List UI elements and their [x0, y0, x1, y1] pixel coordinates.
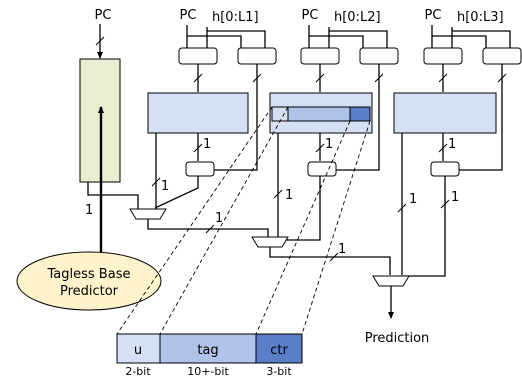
t2-h-branch [329, 30, 388, 48]
prediction-label: Prediction [365, 331, 430, 346]
t1-index-hash [178, 47, 218, 65]
t3-h-branch [452, 30, 511, 48]
t1-pc-label: PC [180, 8, 197, 23]
entry-field-u-width: 2-bit [125, 365, 151, 378]
t3-index-hash [423, 47, 463, 65]
t1-bit-label: 1 [203, 137, 211, 152]
t3-pc-label: PC [425, 8, 442, 23]
t1-hit-wire [154, 176, 199, 209]
mux2-bit-label: 1 [338, 242, 346, 257]
t3-pred-bus-mark [397, 203, 407, 213]
mux1-bus-mark [205, 224, 215, 234]
t2-tag-wire [336, 64, 380, 171]
t3-tag-compare [430, 161, 460, 177]
mux-3 [372, 275, 410, 287]
t3-hit-wire [399, 176, 446, 277]
t2-entry-u [271, 106, 289, 122]
t3-tag-out-bus-mark [438, 143, 448, 153]
t3-hit-bus-mark [440, 199, 450, 209]
t2-pc-branch [309, 35, 364, 48]
tagged-component-3: PC h[0:L3] 1 1 1 [393, 8, 522, 277]
t2-history-label: h[0:L2] [334, 10, 381, 25]
entry-field-ctr-name: ctr [270, 343, 288, 358]
t1-tag-hash [237, 47, 277, 65]
t2-pred-bit-label: 1 [285, 188, 293, 203]
entry-field-tag-width: 10+-bit [187, 365, 229, 378]
t2-hit-wire [276, 176, 321, 241]
base-output-wire [87, 182, 139, 209]
t3-hit-bit-label: 1 [451, 190, 459, 205]
t3-tag-bus-mark [497, 73, 507, 83]
base-pc-label: PC [95, 8, 112, 23]
t1-pc-branch [187, 35, 242, 48]
entry-field-tag [159, 333, 257, 364]
t2-index-hash [300, 47, 340, 65]
t3-pred-bit-label: 1 [409, 192, 417, 207]
t1-table [147, 92, 249, 134]
zoom-line-1 [116, 106, 273, 335]
zoom-line-4 [301, 120, 371, 335]
table-entry-detail: u tag ctr 2-bit 10+-bit 3-bit [116, 333, 303, 378]
base-bit-label: 1 [85, 203, 93, 218]
tagless-base-predictor-ellipse [16, 251, 162, 311]
t2-tag-out-bus-mark [315, 143, 325, 153]
zoom-line-2 [159, 106, 289, 335]
tagged-component-2: PC h[0:L2] 1 1 [269, 8, 399, 241]
t1-tag-compare [185, 161, 215, 177]
t1-tag-wire [214, 64, 258, 171]
t2-pred-bus-mark [273, 189, 283, 199]
t2-index-bus-mark [315, 73, 325, 83]
base-pc-bus-mark [95, 36, 105, 46]
t1-history-label: h[0:L1] [212, 10, 259, 25]
mux2-bus-mark [329, 252, 339, 262]
t3-index-bus-mark [438, 73, 448, 83]
t2-entry-tag [287, 106, 351, 122]
t3-table [393, 92, 497, 134]
t2-bit-label: 1 [325, 137, 333, 152]
entry-field-u [116, 333, 161, 364]
base-predictor-label-line2: Predictor [60, 284, 119, 299]
t3-bit-label: 1 [448, 137, 456, 152]
t1-index-bus-mark [193, 73, 203, 83]
entry-field-ctr [255, 333, 303, 364]
t2-pc-label: PC [302, 8, 319, 23]
t1-tag-bus-mark [252, 73, 262, 83]
entry-field-tag-name: tag [197, 343, 218, 358]
mux-1 [129, 208, 167, 220]
t1-h-branch [207, 30, 266, 48]
tagged-component-1: PC h[0:L1] 1 [147, 8, 277, 209]
t2-tag-compare [307, 161, 337, 177]
t3-history-label: h[0:L3] [457, 10, 504, 25]
t1-pred-bus-mark [151, 177, 161, 187]
t1-pred-bit-label: 1 [161, 179, 169, 194]
entry-field-u-name: u [134, 343, 142, 358]
base-predictor-label-line1: Tagless Base [47, 267, 131, 282]
mux1-output-wire [147, 219, 269, 237]
t3-pc-branch [432, 35, 487, 48]
t3-tag-hash [482, 47, 522, 65]
mux-2 [251, 236, 289, 248]
t1-tag-out-bus-mark [193, 143, 203, 153]
t2-tag-bus-mark [374, 73, 384, 83]
entry-field-ctr-width: 3-bit [266, 365, 292, 378]
t3-tag-wire [459, 64, 503, 171]
mux1-bit-label: 1 [215, 211, 223, 226]
t2-entry-ctr [349, 106, 371, 122]
mux2-output-wire [269, 247, 391, 275]
t2-tag-hash [359, 47, 399, 65]
zoom-line-3 [255, 120, 351, 335]
